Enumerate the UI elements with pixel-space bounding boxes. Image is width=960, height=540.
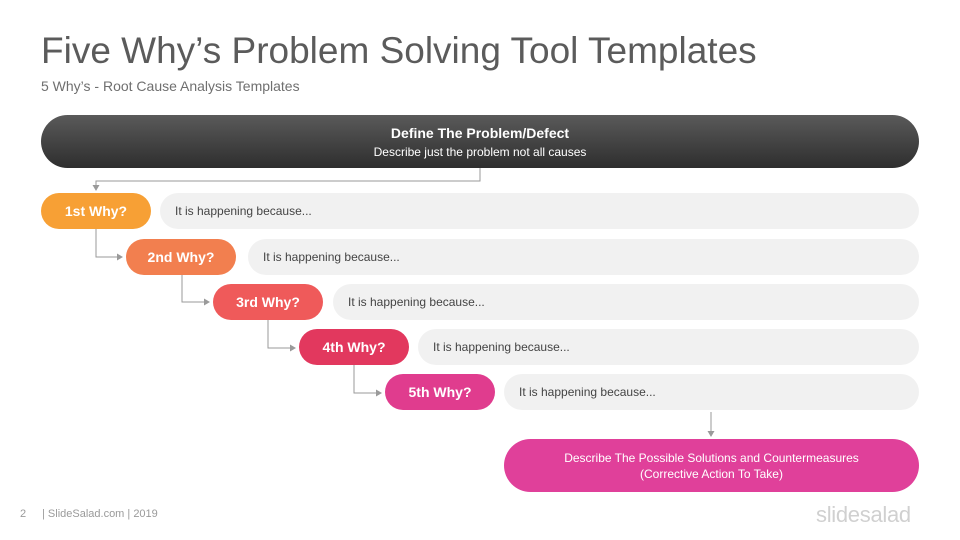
- connector-why4-to-why5: [353, 365, 382, 397]
- why-pill-3: 3rd Why?: [213, 284, 323, 320]
- why-answer-3: It is happening because...: [333, 284, 919, 320]
- why-label: 3rd Why?: [236, 294, 300, 310]
- why-label: 1st Why?: [64, 203, 128, 219]
- why-answer-1: It is happening because...: [160, 193, 919, 229]
- problem-definition-box: Define The Problem/Defect Describe just …: [41, 115, 919, 168]
- why-pill-2: 2nd Why?: [126, 239, 236, 275]
- connector-why3-to-why4: [267, 320, 296, 352]
- page-number: 2: [20, 508, 27, 520]
- solution-box: Describe The Possible Solutions and Coun…: [504, 439, 919, 492]
- why-answer-text: It is happening because...: [263, 250, 400, 264]
- problem-title: Define The Problem/Defect: [390, 125, 570, 141]
- slidesalad-logo: slidesalad: [816, 502, 911, 527]
- connector-problem-to-why1: [92, 168, 481, 191]
- connector-why1-to-why2: [95, 229, 123, 261]
- why-pill-4: 4th Why?: [299, 329, 409, 365]
- problem-description: Describe just the problem not all causes: [373, 145, 587, 159]
- why-answer-text: It is happening because...: [175, 204, 312, 218]
- footer-credit: | SlideSalad.com | 2019: [42, 508, 158, 520]
- page-subtitle: 5 Why’s - Root Cause Analysis Templates: [41, 78, 300, 94]
- why-answer-4: It is happening because...: [418, 329, 919, 365]
- solution-line-1: Describe The Possible Solutions and Coun…: [564, 450, 859, 465]
- why-pill-1: 1st Why?: [41, 193, 151, 229]
- why-pill-5: 5th Why?: [385, 374, 495, 410]
- why-label: 4th Why?: [322, 339, 386, 355]
- why-label: 2nd Why?: [147, 249, 215, 265]
- why-answer-text: It is happening because...: [519, 385, 656, 399]
- why-answer-2: It is happening because...: [248, 239, 919, 275]
- page-title: Five Why’s Problem Solving Tool Template…: [41, 30, 757, 71]
- connector-why2-to-why3: [181, 275, 210, 306]
- solution-line-2: (Corrective Action To Take): [640, 466, 783, 481]
- why-answer-text: It is happening because...: [433, 340, 570, 354]
- why-answer-text: It is happening because...: [348, 295, 485, 309]
- why-label: 5th Why?: [408, 384, 472, 400]
- why-answer-5: It is happening because...: [504, 374, 919, 410]
